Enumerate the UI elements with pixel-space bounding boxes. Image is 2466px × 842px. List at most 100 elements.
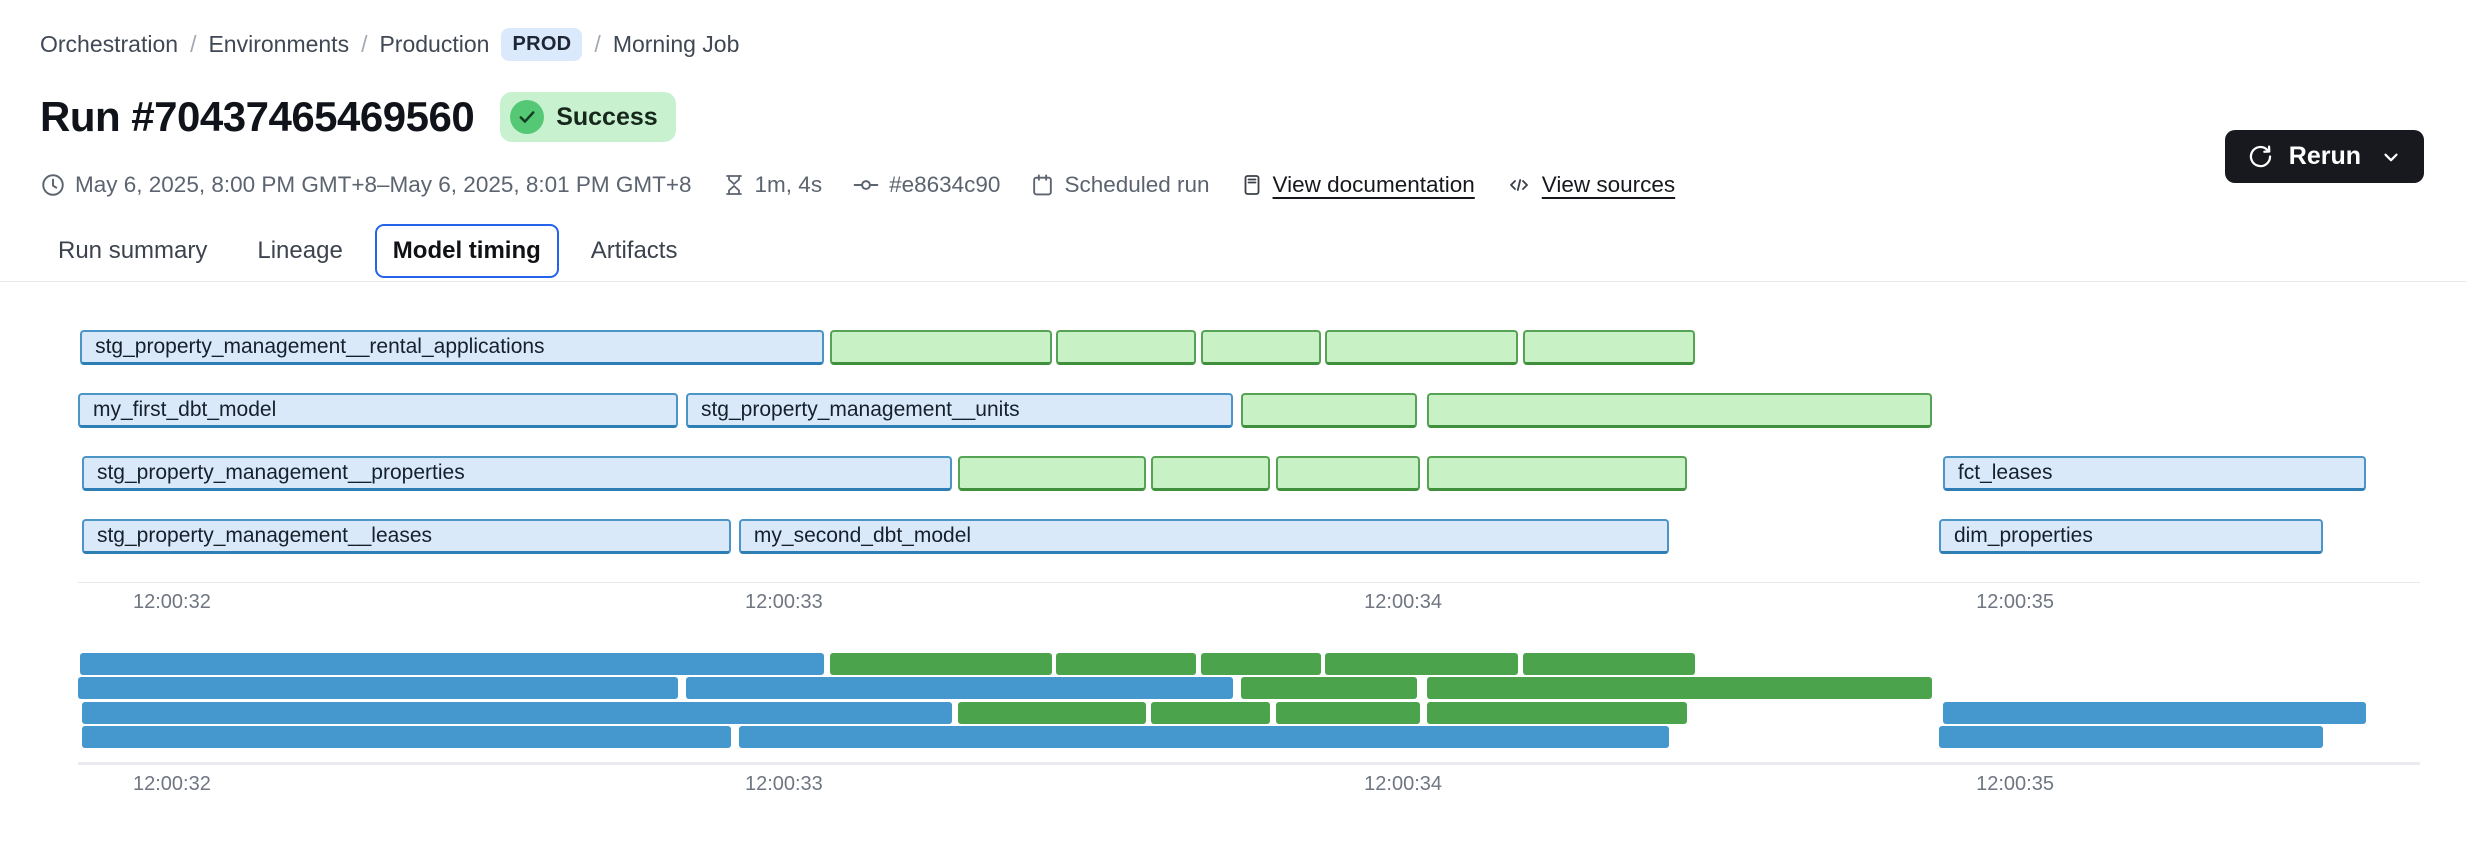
calendar-icon (1033, 174, 1053, 196)
minimap-bar (1200, 653, 1321, 675)
status-label: Success (556, 102, 658, 131)
breadcrumb-separator: / (361, 31, 368, 57)
minimap-bar (1324, 653, 1518, 675)
gantt-bar[interactable] (1151, 456, 1271, 491)
mini-row-item (78, 725, 2420, 748)
gantt-bar-stg_property_management__rental_applications[interactable]: stg_property_management__rental_applicat… (80, 330, 825, 365)
gantt-bar-my_first_dbt_model[interactable]: my_first_dbt_model (78, 393, 679, 428)
axis-tick-label: 12:00:34 (1364, 772, 1443, 795)
minimap-bar-fct_leases (1942, 701, 2366, 724)
gantt-bar-my_second_dbt_model[interactable]: my_second_dbt_model (738, 519, 1669, 554)
title-row: Run #70437465469560 Success (40, 92, 676, 142)
minimap-bar (957, 701, 1146, 724)
tab-bar: Run summary Lineage Model timing Artifac… (0, 220, 2466, 282)
chevron-down-icon[interactable] (2380, 146, 2402, 168)
tab-artifacts[interactable]: Artifacts (590, 236, 678, 264)
tab-lineage[interactable]: Lineage (257, 236, 343, 264)
meta-trigger-text: Scheduled run (1064, 172, 1210, 197)
gantt-bar-fct_leases[interactable]: fct_leases (1942, 456, 2366, 491)
gantt-bar[interactable] (1324, 330, 1518, 365)
minimap-bar-my_second_dbt_model (738, 725, 1669, 748)
gantt-bar-stg_property_management__properties[interactable]: stg_property_management__properties (81, 456, 953, 491)
gantt-bar[interactable] (957, 456, 1146, 491)
breadcrumb: Orchestration / Environments / Productio… (40, 28, 739, 61)
bar-label: my_second_dbt_model (753, 524, 972, 547)
tab-run-summary[interactable]: Run summary (58, 236, 208, 264)
axis-tick-label: 12:00:32 (132, 772, 211, 795)
mini-row-item (78, 677, 2420, 700)
axis-tick-label: 12:00:33 (744, 772, 823, 795)
minimap-bar (1523, 653, 1695, 675)
gantt-bar[interactable] (1523, 330, 1695, 365)
bar-label: my_first_dbt_model (93, 398, 277, 421)
gantt-bar[interactable] (1241, 393, 1417, 428)
gantt-bar[interactable] (1200, 330, 1321, 365)
breadcrumb-item-orchestration[interactable]: Orchestration (40, 31, 179, 57)
bar-label: stg_property_management__properties (96, 461, 465, 484)
axis-tick-label: 12:00:33 (744, 591, 823, 613)
model-timing-gantt: stg_property_management__rental_applicat… (78, 330, 2420, 625)
bar-label: dim_properties (1953, 524, 2093, 547)
breadcrumb-item-production[interactable]: Production (379, 31, 490, 57)
breadcrumb-item-morning-job[interactable]: Morning Job (612, 31, 740, 57)
minimap-bar (1241, 677, 1417, 700)
gantt-bar[interactable] (830, 330, 1053, 365)
meta-duration-text: 1m, 4s (754, 172, 823, 197)
commit-icon (853, 180, 879, 190)
meta-view-documentation[interactable]: View documentation (1240, 172, 1475, 198)
gantt-axis-divider (78, 582, 2420, 583)
gantt-row-item: stg_property_management__leases my_second… (78, 519, 2420, 554)
minimap-bar-stg_property_management__properties (81, 701, 953, 724)
minimap-bar-dim_properties (1938, 725, 2324, 748)
page-title: Run #70437465469560 (40, 93, 475, 140)
meta-time-range: May 6, 2025, 8:00 PM GMT+8–May 6, 2025, … (40, 172, 692, 198)
rerun-label: Rerun (2288, 142, 2361, 170)
code-icon (1509, 179, 1528, 191)
mini-row-item (78, 701, 2420, 724)
bar-label: stg_property_management__units (700, 398, 1020, 421)
minimap-bar-stg_property_management__units (685, 677, 1234, 700)
gantt-rows: stg_property_management__rental_applicat… (78, 330, 2420, 554)
gantt-bar-dim_properties[interactable]: dim_properties (1938, 519, 2324, 554)
rerun-button[interactable]: Rerun (2224, 130, 2424, 183)
gantt-bar-stg_property_management__leases[interactable]: stg_property_management__leases (81, 519, 731, 554)
run-meta-row: May 6, 2025, 8:00 PM GMT+8–May 6, 2025, … (40, 172, 1675, 198)
minimap-bar-stg_property_management__leases (81, 725, 731, 748)
minimap-bar-my_first_dbt_model (78, 677, 679, 700)
axis-tick-label: 12:00:35 (1976, 591, 2054, 613)
meta-trigger: Scheduled run (1030, 172, 1210, 198)
minimap-bar (1056, 653, 1197, 675)
view-sources-link[interactable]: View sources (1541, 172, 1676, 197)
refresh-icon (2247, 143, 2274, 170)
meta-commit: #e8634c90 (852, 172, 1000, 198)
minimap-bar (830, 653, 1053, 675)
view-documentation-link[interactable]: View documentation (1272, 172, 1475, 197)
axis-tick-label: 12:00:34 (1364, 591, 1443, 613)
minimap-bar (1275, 701, 1420, 724)
breadcrumb-item-environments[interactable]: Environments (208, 31, 350, 57)
meta-commit-text: #e8634c90 (889, 172, 1001, 197)
env-badge-prod: PROD (501, 28, 583, 61)
minimap-axis-divider (78, 761, 2420, 765)
gantt-row-item: stg_property_management__rental_applicat… (78, 330, 2420, 365)
gantt-bar-stg_property_management__units[interactable]: stg_property_management__units (685, 393, 1234, 428)
meta-time-range-text: May 6, 2025, 8:00 PM GMT+8–May 6, 2025, … (75, 172, 692, 197)
document-icon (1244, 175, 1259, 195)
gantt-bar[interactable] (1426, 456, 1687, 491)
gantt-bar[interactable] (1056, 330, 1197, 365)
minimap-bar (1426, 701, 1687, 724)
tab-model-timing[interactable]: Model timing (374, 223, 559, 278)
minimap-bar (1426, 677, 1932, 700)
bar-label: stg_property_management__leases (96, 524, 433, 547)
gantt-row-item: stg_property_management__properties fct_l… (78, 456, 2420, 491)
gantt-bar[interactable] (1275, 456, 1420, 491)
meta-view-sources[interactable]: View sources (1505, 172, 1675, 198)
minimap-rows (78, 653, 2420, 748)
gantt-bar[interactable] (1426, 393, 1932, 428)
gantt-row-item: my_first_dbt_model stg_property_managemen… (78, 393, 2420, 428)
hourglass-icon (725, 175, 742, 195)
bar-label: stg_property_management__rental_applicat… (95, 335, 545, 358)
